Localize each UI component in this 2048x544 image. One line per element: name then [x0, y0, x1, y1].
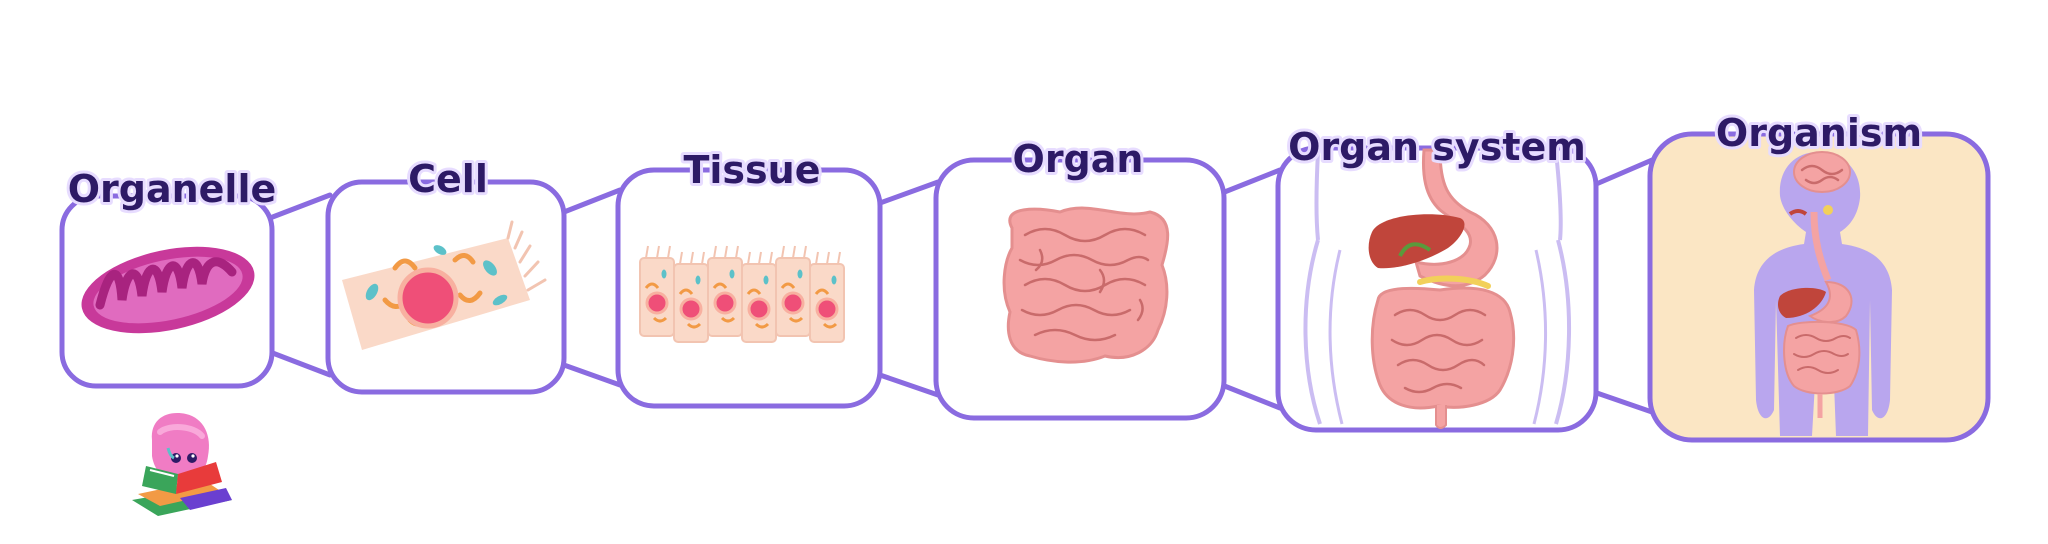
- stage-label-organism: Organism: [1716, 111, 1922, 155]
- stage-organ-system: Organ system: [1275, 122, 1599, 433]
- stage-label-organelle: Organelle: [68, 167, 277, 211]
- connector-organ-organ-system: [1219, 167, 1283, 411]
- stage-organelle: Organelle: [59, 164, 279, 389]
- small-intestine-illustration: [1002, 206, 1170, 364]
- tissue-cell: [707, 245, 743, 337]
- tissue-cell: [673, 251, 709, 343]
- connector-organ-system-organism: [1591, 157, 1655, 415]
- liver-shape: [1368, 214, 1465, 269]
- digestive-system-illustration: [1303, 148, 1571, 429]
- tissue-cell: [809, 251, 845, 343]
- human-body-illustration: [1754, 151, 1892, 436]
- stage-label-cell: Cell: [408, 157, 488, 201]
- stage-label-tissue: Tissue: [683, 148, 820, 192]
- stage-tissue: Tissue: [615, 145, 883, 409]
- stage-label-organ: Organ: [1013, 137, 1144, 181]
- mitochondrion-illustration: [81, 246, 255, 334]
- connector-tissue-organ: [877, 179, 941, 398]
- tissue-cell: [775, 245, 811, 337]
- tissue-cell: [741, 251, 777, 343]
- mascot-reading-illustration: [132, 413, 232, 516]
- tissue-cell: [639, 245, 675, 337]
- stage-organ: Organ: [933, 134, 1227, 421]
- connector-cell-tissue: [561, 187, 623, 388]
- brain-shape: [1793, 151, 1851, 193]
- tissue-illustration: [639, 245, 845, 343]
- cell-illustration: [342, 220, 547, 350]
- stage-label-organ-system: Organ system: [1288, 125, 1586, 169]
- stage-organism: Organism: [1647, 108, 1991, 443]
- cell-nucleus: [397, 267, 459, 329]
- stage-cell: Cell: [325, 154, 567, 395]
- connector-organelle-cell: [267, 192, 333, 378]
